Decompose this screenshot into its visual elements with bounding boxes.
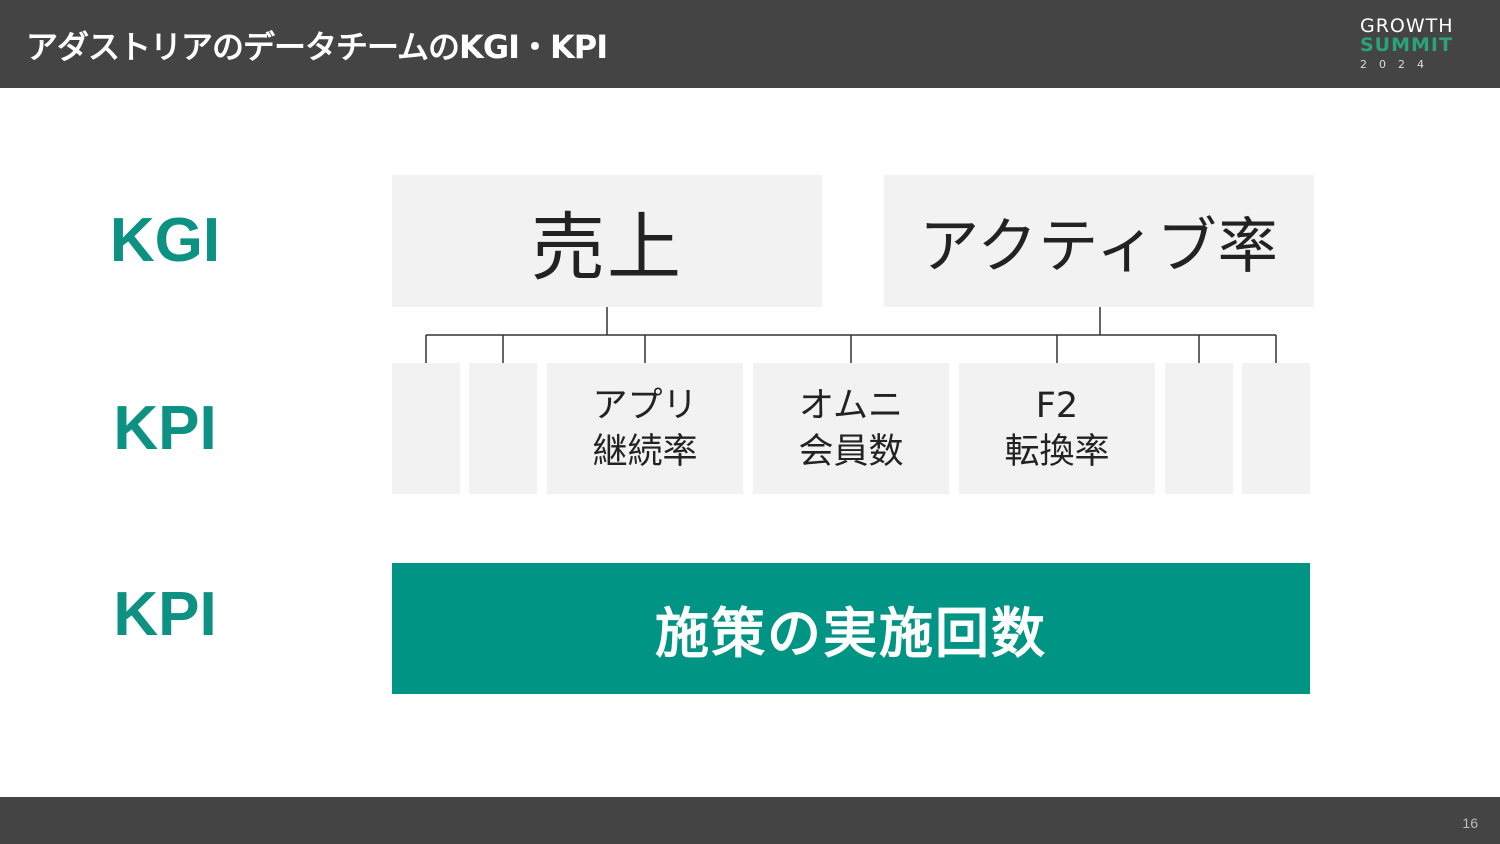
kpi-box-f2-conversion: F2 転換率: [959, 363, 1155, 494]
kpi-box-blank-4: [1242, 363, 1310, 494]
kpi-box-blank-3: [1165, 363, 1233, 494]
page-number: 16: [1462, 815, 1478, 831]
kgi-box-sales: 売上: [392, 175, 822, 307]
slide-footer: 16: [0, 797, 1500, 844]
slide-title: アダストリアのデータチームのKGI・KPI: [26, 28, 608, 66]
kpi-box-blank-2: [469, 363, 537, 494]
logo-line-summit: SUMMIT: [1360, 34, 1453, 56]
growth-summit-logo: GROWTH SUMMIT 2024: [1358, 10, 1458, 76]
kpi-box-omni-members: オムニ 会員数: [753, 363, 949, 494]
slide-header: アダストリアのデータチームのKGI・KPI GROWTH SUMMIT 2024: [0, 0, 1500, 88]
kpi-row-label: KPI: [113, 394, 217, 463]
kgi-box-active-rate: アクティブ率: [884, 175, 1314, 307]
logo-line-growth: GROWTH: [1360, 15, 1454, 37]
kpi-box-app-retention: アプリ 継続率: [547, 363, 743, 494]
measure-execution-count-box: 施策の実施回数: [392, 563, 1310, 694]
kgi-row-label: KGI: [109, 206, 221, 275]
kpi-box-blank-1: [392, 363, 460, 494]
kpi2-row-label: KPI: [113, 580, 217, 649]
logo-line-year: 2024: [1360, 58, 1436, 71]
